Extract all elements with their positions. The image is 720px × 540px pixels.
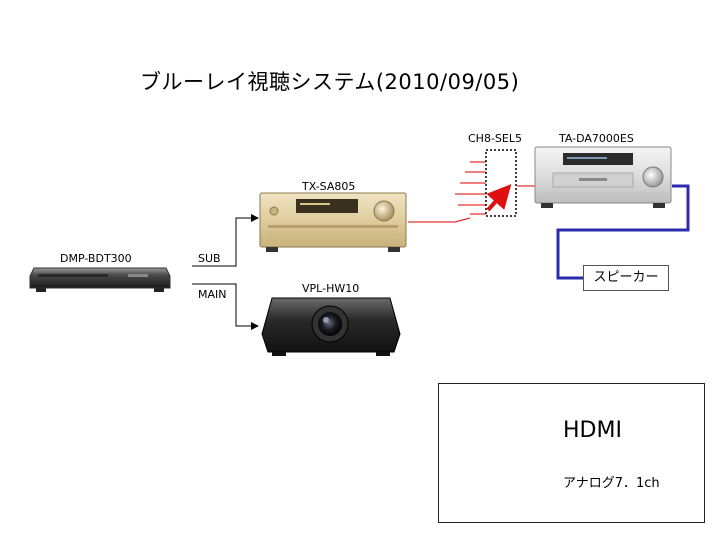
power-amp-label: TA-DA7000ES <box>559 132 634 145</box>
av-amplifier-image <box>259 192 407 252</box>
speaker-cable <box>556 184 690 280</box>
main-connection-label: MAIN <box>198 288 227 301</box>
hdmi-main-line <box>192 283 259 330</box>
bluray-player-image <box>29 267 171 292</box>
sub-connection-label: SUB <box>198 252 221 265</box>
projector-label: VPL-HW10 <box>302 282 360 295</box>
player-label: DMP-BDT300 <box>60 252 132 265</box>
channel-selector-image <box>485 149 517 217</box>
speaker-label-box: スピーカー <box>583 265 669 291</box>
hdmi-sub-line <box>192 214 259 267</box>
power-amplifier-image <box>534 146 672 208</box>
selector-label: CH8-SEL5 <box>468 132 522 145</box>
legend-hdmi-label: HDMI <box>563 418 622 443</box>
page-title: ブルーレイ視聴システム(2010/09/05) <box>140 70 520 94</box>
amp-label: TX-SA805 <box>302 180 356 193</box>
analog-amp-to-selector-line <box>408 217 471 223</box>
legend-box <box>438 383 705 523</box>
legend-analog-label: アナログ7．1ch <box>563 476 660 491</box>
selector-input-ticks <box>455 161 486 215</box>
projector-image <box>261 297 401 356</box>
